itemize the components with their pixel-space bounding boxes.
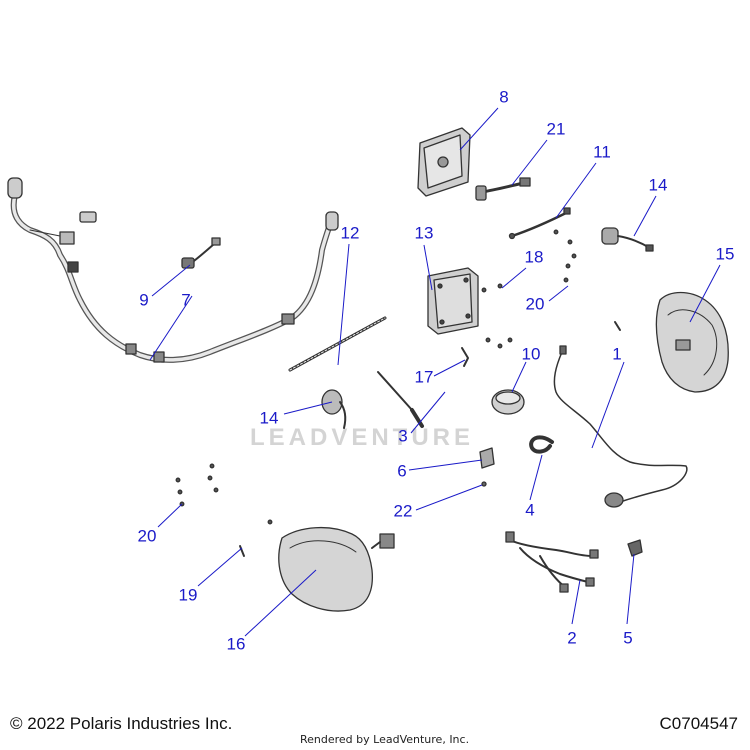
small-fasteners-lower (175, 463, 273, 557)
callout-22: 22 (393, 501, 413, 521)
part-16-panel (278, 526, 395, 612)
part-9-connector (181, 237, 221, 269)
rendered-by-text: Rendered by LeadVenture, Inc. (300, 733, 470, 746)
callout-3: 3 (398, 426, 408, 446)
part-11-lead (508, 207, 571, 240)
callout-4: 4 (525, 500, 535, 520)
part-14-upper-switch (601, 227, 654, 252)
callout-20-lower: 20 (137, 526, 157, 546)
part-3-rod (377, 371, 424, 428)
callout-9: 9 (139, 290, 149, 310)
callout-12: 12 (340, 223, 360, 243)
callout-11: 11 (593, 142, 611, 162)
part-5-connector (627, 539, 643, 557)
diagram-code: C0704547 (659, 714, 738, 733)
callout-1: 1 (612, 344, 622, 364)
small-fasteners-upper (481, 229, 577, 349)
callout-19: 19 (178, 585, 198, 605)
callout-21: 21 (546, 119, 566, 139)
callout-7: 7 (181, 290, 191, 310)
callout-14-upper: 14 (648, 175, 668, 195)
callout-6: 6 (397, 461, 407, 481)
part-21-cable (475, 177, 531, 201)
part-22-fastener (481, 481, 487, 487)
part-7-harness (7, 177, 339, 363)
callout-8: 8 (499, 87, 509, 107)
part-2-harness (505, 531, 599, 593)
callout-16: 16 (226, 634, 246, 654)
part-14-lower-switch (321, 389, 347, 429)
copyright-text: © 2022 Polaris Industries Inc. (10, 714, 233, 733)
part-4-hook (529, 435, 554, 454)
part-15-panel (614, 291, 729, 393)
leader-lines (149, 107, 721, 637)
callout-14-lower: 14 (259, 408, 279, 428)
part-12-cable (288, 316, 387, 372)
callout-2: 2 (567, 628, 577, 648)
callout-10: 10 (521, 344, 541, 364)
part-6-clip (479, 447, 495, 469)
part-17-bracket (461, 347, 469, 367)
part-13-module (427, 267, 479, 335)
part-8-display (417, 127, 471, 197)
callout-15: 15 (715, 244, 735, 264)
leadventure-watermark: LEADVENTURE (250, 424, 475, 451)
part-10-cap (491, 389, 525, 415)
part-1-sensor (553, 345, 688, 508)
callout-17: 17 (414, 367, 434, 387)
callout-20-upper: 20 (525, 294, 545, 314)
callout-18: 18 (524, 247, 544, 267)
callout-13: 13 (414, 223, 434, 243)
callout-5: 5 (623, 628, 633, 648)
